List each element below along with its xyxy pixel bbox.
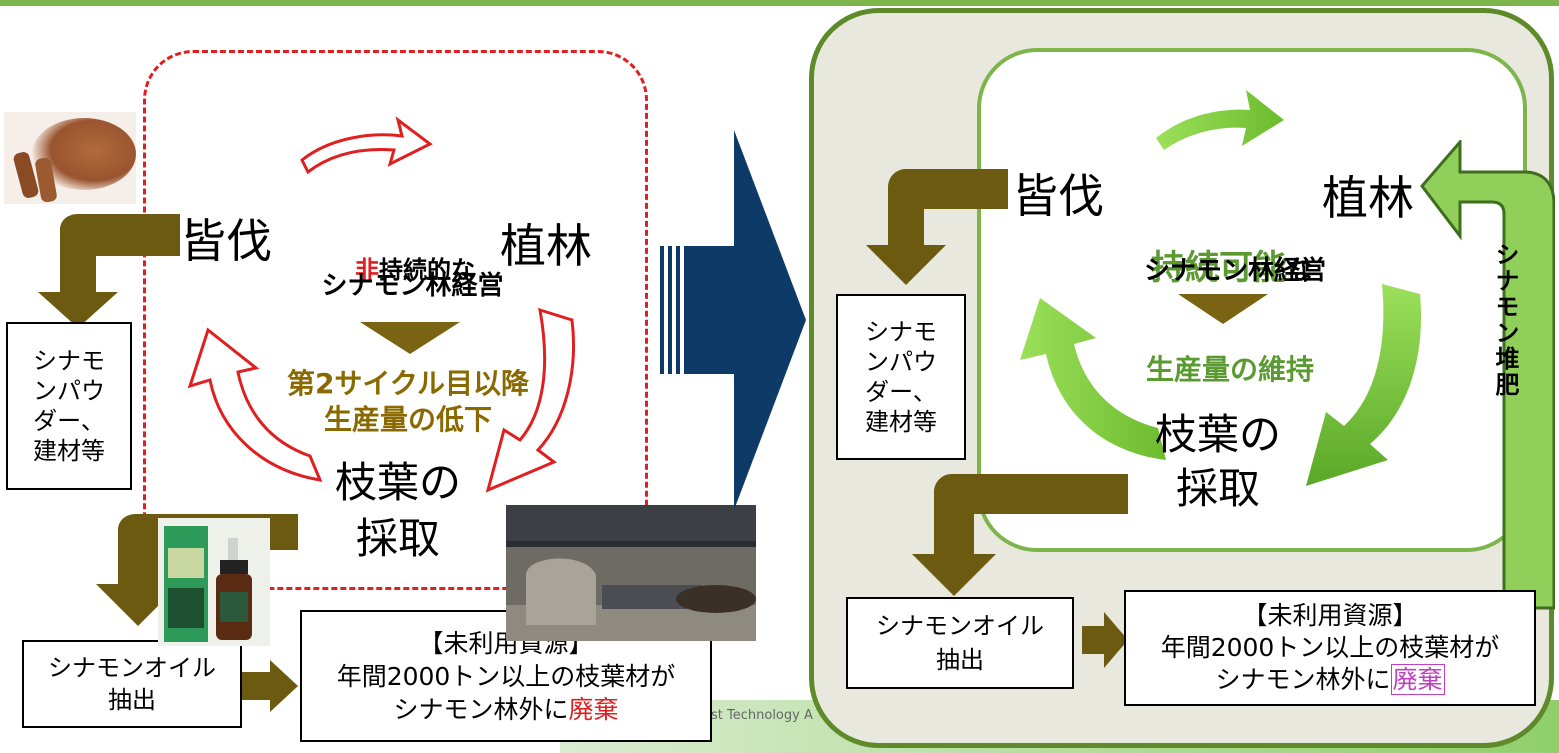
left-waste-line3: シナモン林外に廃棄 [393,693,618,726]
cinnamon-powder-photo [4,112,136,204]
right-harvest-label: 枝葉の 採取 [1154,410,1281,513]
arrow-to-powder [38,214,180,328]
right-arrow-oil-to-waste [1082,612,1128,668]
right-powder-box: シナモ ンパウ ダー、 建材等 [836,294,966,460]
down-arrow-left-center [360,322,460,354]
right-arrow-to-oil [912,474,1128,596]
right-center-highlight: 持続可能 [1150,248,1287,288]
arrow-planting-to-harvest [485,307,576,493]
left-clear-cut-label: 皆伐 [180,214,272,268]
cinnamon-oil-bottle-photo [158,518,270,646]
left-oil-box: シナモンオイル 抽出 [22,640,242,728]
right-waste-line1: 【未利用資源】 [1242,601,1418,630]
arrow-clearcut-to-planting [300,116,433,175]
left-powder-box: シナモ ンパウ ダー、 建材等 [6,322,132,490]
down-arrow-right-center [1178,294,1268,324]
arrow-harvest-to-clearcut [187,327,323,482]
left-center-rest: 持続的な [379,256,475,284]
left-waste-line2: 年間2000トン以上の枝葉材が [336,661,676,691]
right-clear-cut-label: 皆伐 [1012,169,1104,223]
right-waste-word: 廃棄 [1390,664,1445,695]
green-arrow-left [1020,298,1166,460]
right-waste-line3: シナモン林外に廃棄 [1215,664,1445,696]
right-oil-box: シナモンオイル 抽出 [846,597,1074,689]
compost-label: シナモン堆肥 [1491,242,1519,398]
right-center-subtitle: シナモン林経営 [1143,256,1326,286]
right-waste-box: 【未利用資源】 年間2000トン以上の枝葉材が シナモン林外に廃棄 [1124,590,1536,706]
left-decline-line2: 生産量の低下 [323,403,492,436]
left-decline-line1: 第2サイクル目以降 [286,367,530,400]
left-harvest-label: 枝葉の 採取 [334,458,461,563]
right-center-rest: な [1286,256,1313,286]
left-planting-label: 植林 [500,219,592,273]
top-accent-bar [0,0,1559,6]
unsustainable-cycle-frame [143,50,648,590]
left-waste-prefix: シナモン林外に [393,694,569,724]
right-arrow-to-powder [866,169,1008,285]
arrow-oil-to-waste [240,660,298,712]
right-waste-prefix: シナモン林外に [1215,665,1391,694]
distillery-photo [506,505,756,641]
right-waste-line2: 年間2000トン以上の枝葉材が [1160,633,1500,662]
green-arrow-top [1156,90,1284,150]
footer-text: orest Technology A [690,708,813,723]
left-waste-word: 廃棄 [568,694,619,724]
right-planting-label: 植林 [1322,171,1414,225]
right-maintain-label: 生産量の維持 [1145,353,1314,386]
right-center-title: 持続可能な [1112,200,1352,289]
compost-return-arrow [1420,140,1555,610]
green-arrow-right [1306,284,1422,486]
left-center-prefix: 非 [355,256,379,284]
left-center-title: 非持続的な [300,222,530,285]
left-center-subtitle: シナモン林経営 [321,271,504,301]
transition-arrow [660,130,806,510]
